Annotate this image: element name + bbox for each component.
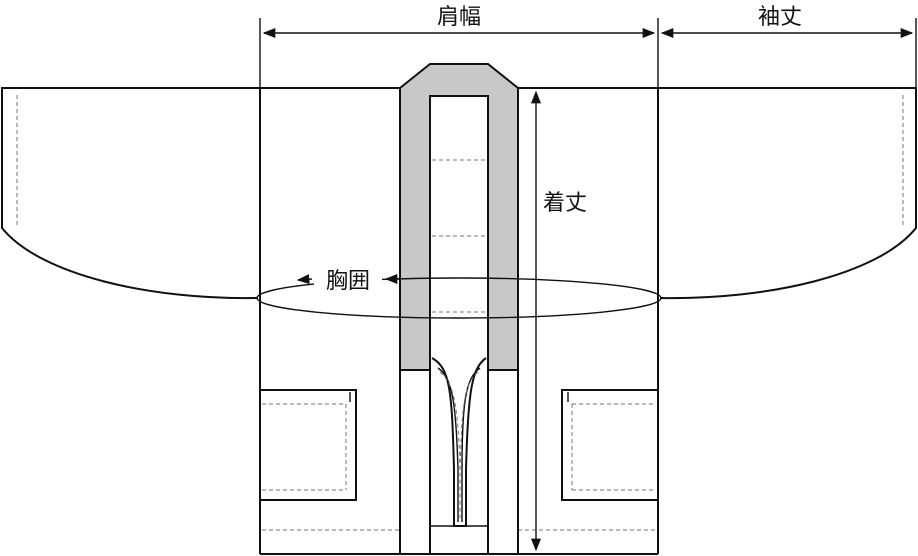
- right-sleeve: [658, 87, 917, 300]
- shoulder-width-label: 肩幅: [437, 5, 481, 30]
- right-pocket: [561, 389, 658, 501]
- left-sleeve: [1, 87, 260, 300]
- sleeve-length-dimension: [660, 18, 917, 88]
- tie-cords: [431, 357, 487, 527]
- chest-label-bg: [314, 264, 382, 294]
- sleeve-length-label: 袖丈: [758, 5, 802, 30]
- chest-dimension: [256, 273, 662, 319]
- body-outline: [259, 87, 659, 555]
- shoulder-width-dimension: [259, 18, 659, 88]
- body-length-label: 着丈: [543, 191, 587, 216]
- front-panels: [399, 370, 519, 554]
- collar: [399, 63, 519, 371]
- left-pocket: [260, 389, 357, 501]
- chest-label: 胸囲: [326, 269, 370, 294]
